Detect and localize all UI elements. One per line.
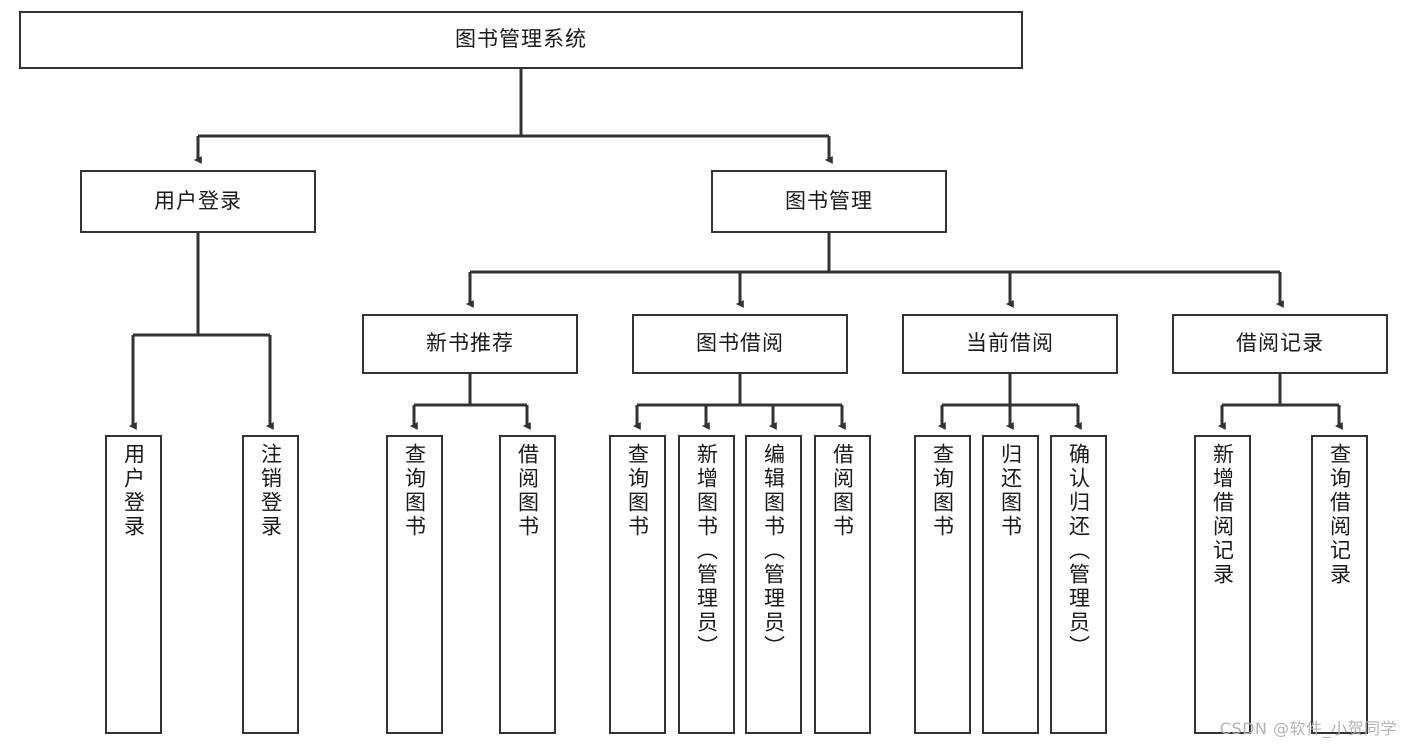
leaf-book-borrow-2[interactable]: 编辑图书（管理员） <box>745 435 802 734</box>
leaf-new-book-0[interactable]: 查询图书 <box>386 435 443 734</box>
node-label: 查询借阅记录 <box>1327 443 1352 587</box>
node-label: 借阅图书 <box>830 443 855 539</box>
node-label: 归还图书 <box>998 443 1023 539</box>
node-label: 图书管理系统 <box>455 27 587 52</box>
node-label: 新增借阅记录 <box>1210 443 1235 587</box>
leaf-user-login-0[interactable]: 用户登录 <box>105 435 162 734</box>
node-label: 查询图书 <box>402 443 427 539</box>
leaf-current-borrow-1[interactable]: 归还图书 <box>982 435 1039 734</box>
node-label: 查询图书 <box>930 443 955 539</box>
node-label: 注销登录 <box>258 443 283 539</box>
node-book-management[interactable]: 图书管理 <box>711 170 947 233</box>
node-new-book-recommend[interactable]: 新书推荐 <box>362 314 578 374</box>
node-label: 新增图书（管理员） <box>694 443 719 659</box>
node-book-borrow[interactable]: 图书借阅 <box>632 314 848 374</box>
node-label: 用户登录 <box>121 443 146 539</box>
node-label: 编辑图书（管理员） <box>761 443 786 659</box>
leaf-book-borrow-3[interactable]: 借阅图书 <box>814 435 871 734</box>
leaf-current-borrow-0[interactable]: 查询图书 <box>914 435 971 734</box>
node-label: 确认归还（管理员） <box>1066 443 1091 659</box>
node-label: 图书管理 <box>785 188 873 213</box>
node-user-login[interactable]: 用户登录 <box>80 170 316 233</box>
leaf-borrow-record-0[interactable]: 新增借阅记录 <box>1194 435 1251 734</box>
leaf-book-borrow-0[interactable]: 查询图书 <box>609 435 666 734</box>
node-label: 查询图书 <box>625 443 650 539</box>
node-label: 图书借阅 <box>696 331 784 356</box>
leaf-user-login-1[interactable]: 注销登录 <box>242 435 299 734</box>
leaf-current-borrow-2[interactable]: 确认归还（管理员） <box>1050 435 1107 734</box>
leaf-book-borrow-1[interactable]: 新增图书（管理员） <box>678 435 735 734</box>
leaf-borrow-record-1[interactable]: 查询借阅记录 <box>1311 435 1368 734</box>
node-label: 当前借阅 <box>966 331 1054 356</box>
node-label: 借阅记录 <box>1236 331 1324 356</box>
node-label: 新书推荐 <box>426 331 514 356</box>
node-label: 用户登录 <box>154 188 242 213</box>
node-current-borrow[interactable]: 当前借阅 <box>902 314 1118 374</box>
node-label: 借阅图书 <box>515 443 540 539</box>
node-root-system[interactable]: 图书管理系统 <box>19 11 1023 69</box>
leaf-new-book-1[interactable]: 借阅图书 <box>499 435 556 734</box>
node-borrow-record[interactable]: 借阅记录 <box>1172 314 1388 374</box>
